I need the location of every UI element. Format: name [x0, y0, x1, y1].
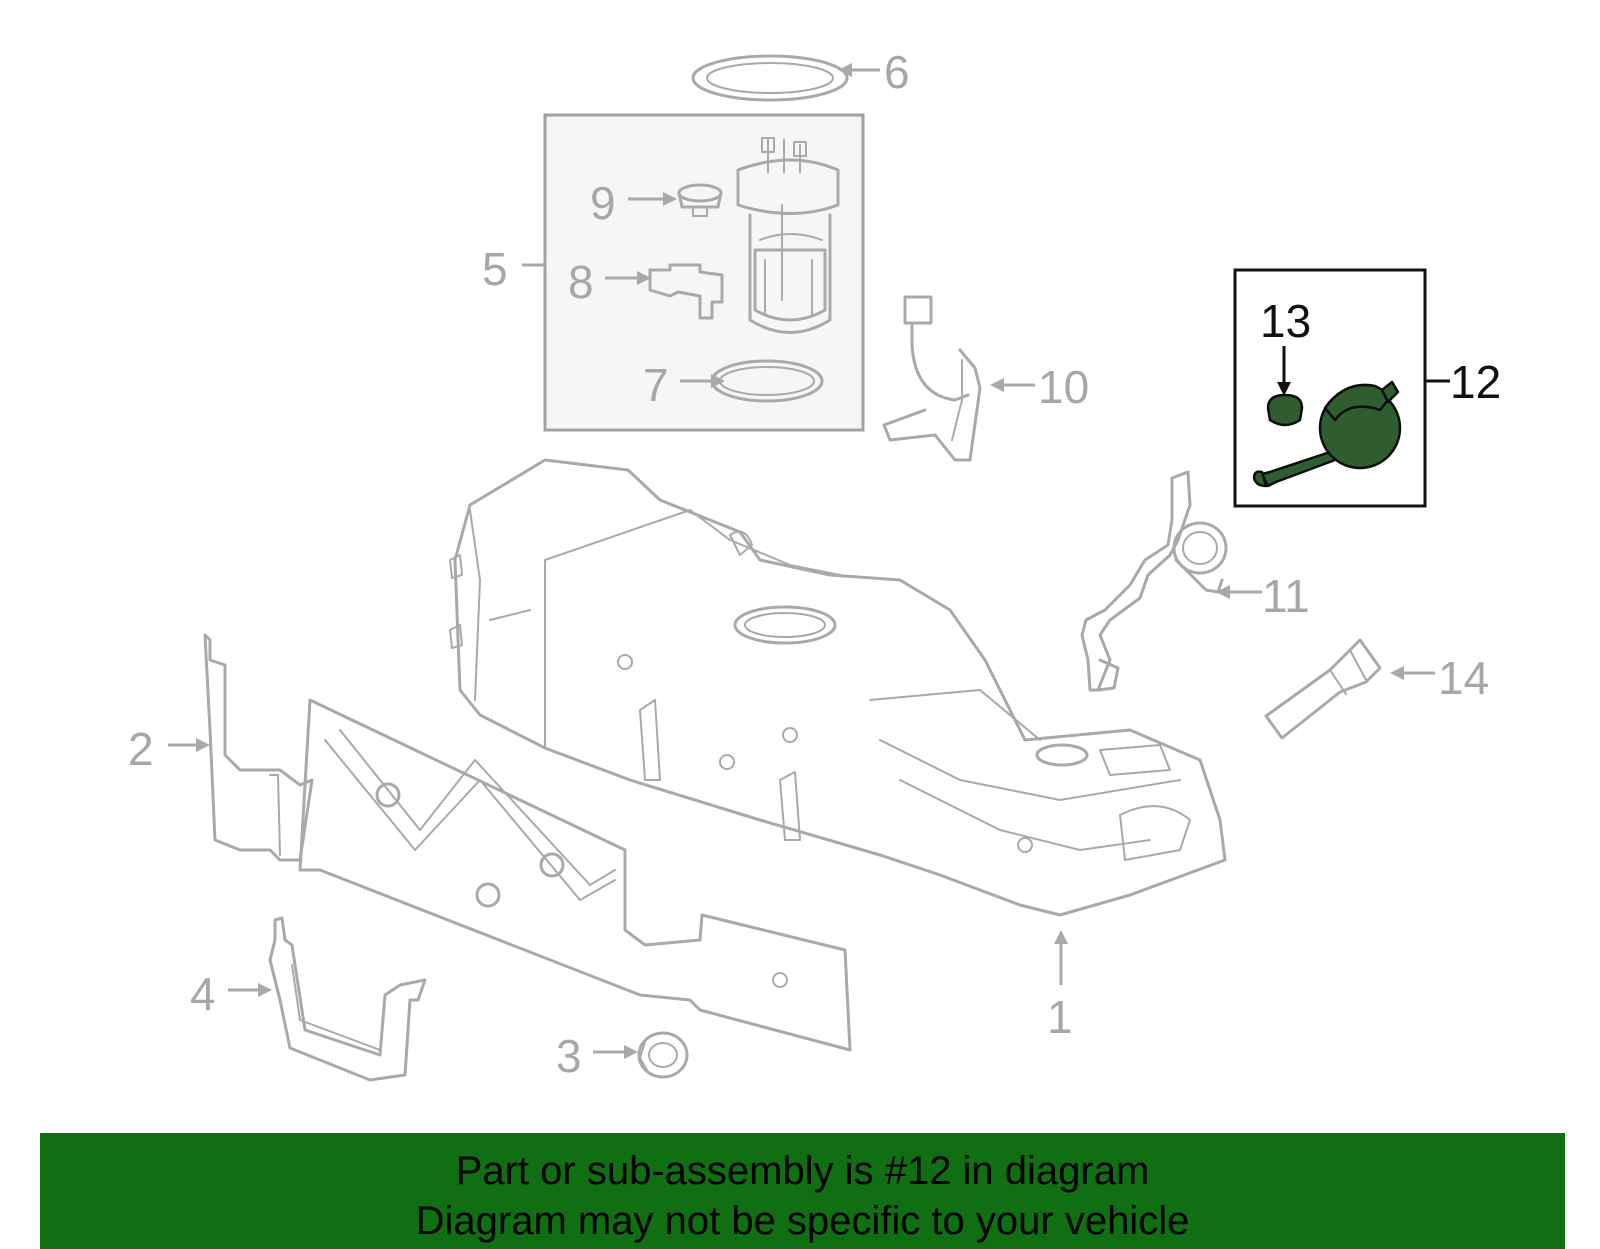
callout-8-arrow	[605, 271, 651, 285]
callout-6: 6	[884, 46, 910, 98]
callout-8: 8	[568, 256, 594, 308]
callout-5: 5	[482, 243, 508, 295]
part-13-seal	[1266, 393, 1304, 427]
part-3-grommet	[637, 1031, 689, 1079]
callout-4-arrow	[228, 983, 272, 997]
part-4-strap	[268, 916, 427, 1082]
callout-11-arrow	[1216, 585, 1262, 599]
callout-7-arrow	[680, 374, 725, 388]
callout-1: 1	[1047, 991, 1073, 1043]
banner-line-disclaimer: Diagram may not be specific to your vehi…	[415, 1199, 1190, 1243]
callout-14: 14	[1438, 652, 1489, 704]
callout-2: 2	[128, 723, 154, 775]
part-12-fuel-cap	[1252, 380, 1402, 488]
part-11-filler-bracket	[1080, 470, 1228, 692]
callout-13-arrow	[1277, 346, 1291, 396]
callout-4: 4	[190, 968, 216, 1020]
callout-2-arrow	[168, 738, 210, 752]
callout-6-arrow	[838, 63, 880, 77]
callout-12: 12	[1450, 356, 1501, 408]
part-10-harness	[882, 295, 982, 462]
callout-3-arrow	[593, 1045, 638, 1059]
callout-9-arrow	[628, 192, 677, 206]
part-9-cap	[677, 183, 723, 217]
callout-3: 3	[556, 1030, 582, 1082]
part-2-heat-shield	[203, 633, 852, 1052]
part-6-lock-ring	[691, 54, 849, 102]
part-8-sensor	[648, 263, 724, 320]
callout-11: 11	[1262, 570, 1310, 622]
part-14-filler-hose	[1264, 638, 1382, 740]
callout-10-arrow	[990, 378, 1035, 392]
callout-9: 9	[590, 177, 616, 229]
fuel-pump-assembly	[736, 137, 840, 334]
callout-14-arrow	[1390, 666, 1435, 680]
part-info-banner: Part or sub-assembly is #12 in diagram D…	[40, 1133, 1565, 1249]
callout-13: 13	[1260, 295, 1311, 347]
part-1-fuel-tank	[449, 458, 1227, 917]
banner-line-part-number: Part or sub-assembly is #12 in diagram	[455, 1149, 1150, 1193]
callout-1-arrow	[1054, 930, 1068, 985]
callout-7: 7	[643, 359, 669, 411]
callout-10: 10	[1038, 361, 1089, 413]
